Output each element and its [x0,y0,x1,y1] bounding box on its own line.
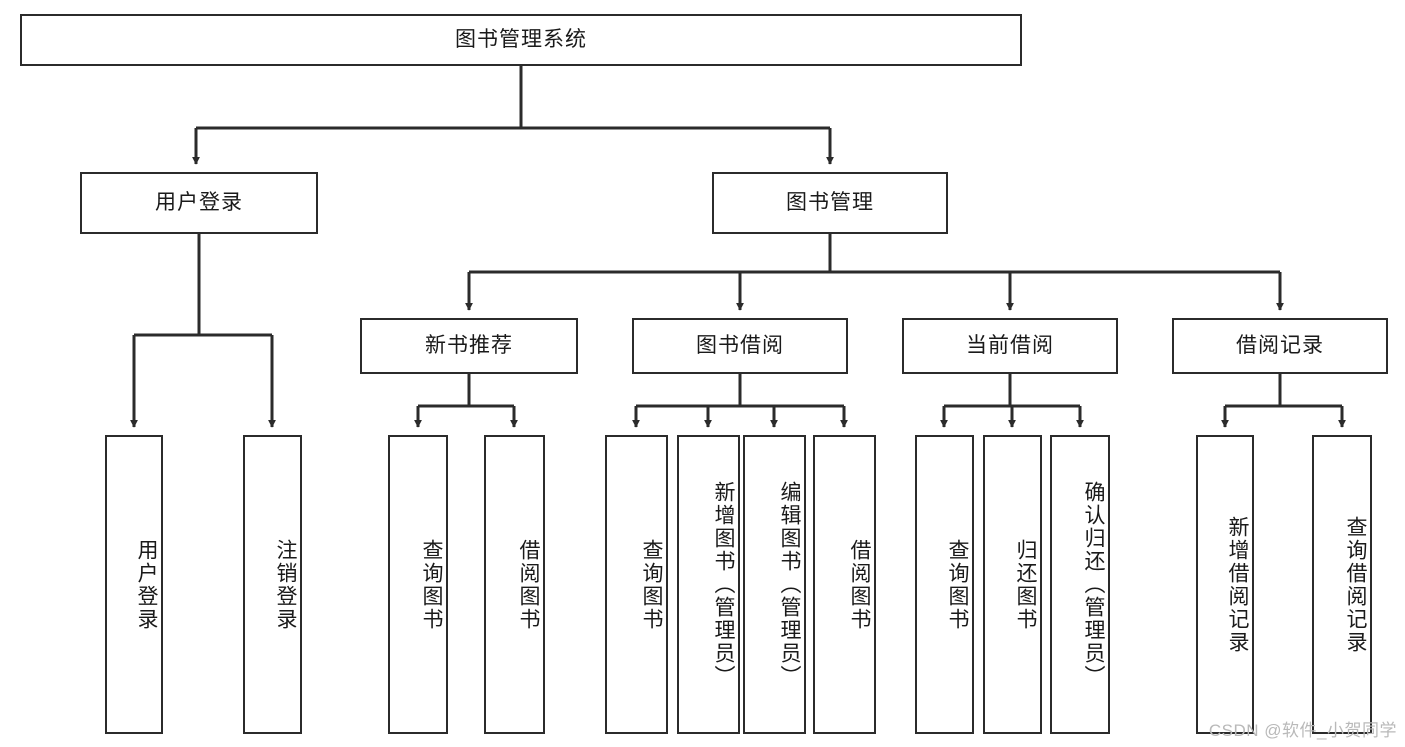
leaf-user-login[interactable]: 用户登录 [105,435,163,734]
leaf-add-borrow-record-label: 新增借阅记录 [1226,515,1249,654]
node-borrow-record[interactable]: 借阅记录 [1172,318,1388,374]
leaf-add-book-admin[interactable]: 新增图书（管理员） [677,435,740,734]
leaf-borrow-book-recommend[interactable]: 借阅图书 [484,435,545,734]
node-book-management-label: 图书管理 [786,191,874,215]
node-current-borrow[interactable]: 当前借阅 [902,318,1118,374]
node-root[interactable]: 图书管理系统 [20,14,1022,66]
leaf-query-book-borrow[interactable]: 查询图书 [605,435,668,734]
node-current-borrow-label: 当前借阅 [966,334,1054,358]
leaf-user-login-label: 用户登录 [135,538,158,631]
leaf-confirm-return-admin-label: 确认归还（管理员） [1082,481,1105,688]
node-user-login[interactable]: 用户登录 [80,172,318,234]
node-book-borrow[interactable]: 图书借阅 [632,318,848,374]
leaf-logout[interactable]: 注销登录 [243,435,302,734]
node-root-label: 图书管理系统 [455,28,587,52]
leaf-return-book[interactable]: 归还图书 [983,435,1042,734]
leaf-borrow-book-recommend-label: 借阅图书 [517,538,540,631]
node-new-book-recommend[interactable]: 新书推荐 [360,318,578,374]
leaf-query-book-recommend[interactable]: 查询图书 [388,435,448,734]
leaf-query-borrow-record-label: 查询借阅记录 [1344,515,1367,654]
leaf-return-book-label: 归还图书 [1014,538,1037,631]
watermark: CSDN @软件_小贺同学 [1208,721,1397,740]
leaf-query-borrow-record[interactable]: 查询借阅记录 [1312,435,1372,734]
node-user-login-label: 用户登录 [155,191,243,215]
leaf-add-borrow-record[interactable]: 新增借阅记录 [1196,435,1254,734]
leaf-add-book-admin-label: 新增图书（管理员） [712,481,735,688]
leaf-query-book-current-label: 查询图书 [946,538,969,631]
leaf-query-book-recommend-label: 查询图书 [420,538,443,631]
node-book-management[interactable]: 图书管理 [712,172,948,234]
leaf-edit-book-admin[interactable]: 编辑图书（管理员） [743,435,806,734]
leaf-edit-book-admin-label: 编辑图书（管理员） [778,481,801,688]
leaf-borrow-book[interactable]: 借阅图书 [813,435,876,734]
leaf-query-book-borrow-label: 查询图书 [640,538,663,631]
leaf-query-book-current[interactable]: 查询图书 [915,435,974,734]
leaf-logout-label: 注销登录 [274,538,297,631]
leaf-confirm-return-admin[interactable]: 确认归还（管理员） [1050,435,1110,734]
node-new-book-recommend-label: 新书推荐 [425,334,513,358]
leaf-borrow-book-label: 借阅图书 [848,538,871,631]
node-book-borrow-label: 图书借阅 [696,334,784,358]
node-borrow-record-label: 借阅记录 [1236,334,1324,358]
